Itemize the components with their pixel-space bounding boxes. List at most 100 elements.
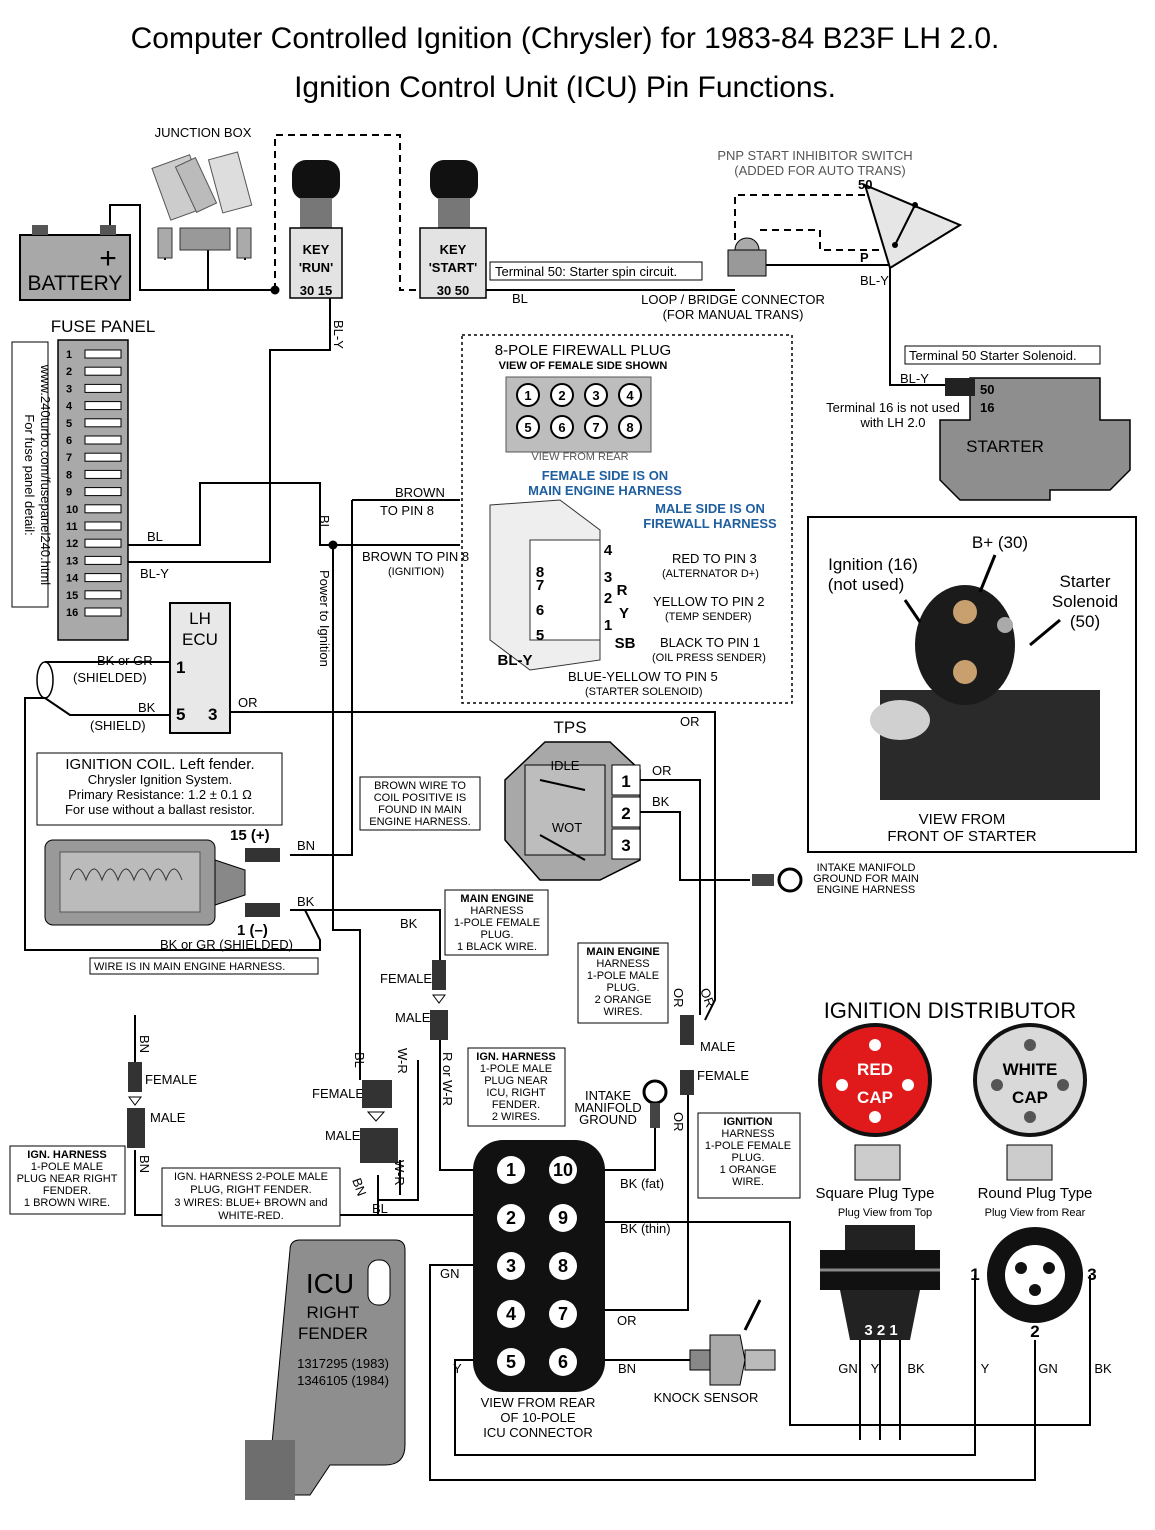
- coil-title: IGNITION COIL. Left fender.: [65, 756, 254, 773]
- connector-pin-label: 7: [536, 577, 544, 594]
- icu-title: ICU: [306, 1268, 354, 1299]
- svg-text:W-R: W-R: [392, 1160, 407, 1186]
- svg-text:BL-Y: BL-Y: [140, 566, 169, 581]
- fuse: [84, 573, 122, 583]
- svg-text:(OIL PRESS SENDER): (OIL PRESS SENDER): [652, 652, 766, 664]
- svg-text:(FOR MANUAL TRANS): (FOR MANUAL TRANS): [663, 307, 804, 322]
- svg-text:BN: BN: [349, 1176, 369, 1198]
- ignition-coil-icon: [44, 839, 280, 926]
- svg-text:(SHIELD): (SHIELD): [90, 718, 146, 733]
- junction-box-icon: [151, 151, 253, 259]
- svg-text:BL: BL: [147, 529, 163, 544]
- connector-wire-tag: Y: [619, 605, 629, 622]
- connector-pin-label: 6: [536, 602, 544, 619]
- svg-text:KEY: KEY: [440, 242, 467, 257]
- fuse: [84, 401, 122, 411]
- female-side-note: FEMALE SIDE IS ON: [542, 468, 668, 483]
- svg-text:MAIN ENGINE HARNESS: MAIN ENGINE HARNESS: [528, 483, 682, 498]
- white-cap-icon: [973, 1023, 1087, 1181]
- icu-pin-label: 2: [506, 1208, 516, 1228]
- fuse-number: 5: [66, 418, 72, 430]
- ign-female-note-line: PLUG.: [731, 1152, 764, 1164]
- svg-text:R or W-R: R or W-R: [440, 1052, 455, 1106]
- brown-coil-note-line: BROWN WIRE TO: [374, 780, 466, 792]
- svg-text:1: 1: [176, 658, 185, 677]
- connector-pin-label: 3: [604, 569, 612, 586]
- intake-ground-label-line: INTAKE: [585, 1088, 631, 1103]
- terminal16-note: Terminal 16 is not used: [826, 400, 960, 415]
- fuse-number: 13: [66, 555, 78, 567]
- round-plug-icon: [987, 1227, 1083, 1323]
- svg-text:KEY: KEY: [303, 242, 330, 257]
- fuse-number: 4: [66, 401, 73, 413]
- svg-text:(50): (50): [1070, 612, 1100, 631]
- connector-pin-label: 2: [604, 590, 612, 607]
- brown-coil-note-line: ENGINE HARNESS.: [369, 816, 470, 828]
- svg-text:3: 3: [1087, 1265, 1096, 1284]
- svg-text:WOT: WOT: [552, 820, 582, 835]
- fuse-number: 14: [66, 573, 79, 585]
- connector-pin-label: 8: [536, 564, 544, 581]
- fuse-number: 3: [66, 383, 72, 395]
- svg-text:1: 1: [970, 1265, 979, 1284]
- svg-text:FENDER: FENDER: [298, 1324, 368, 1343]
- svg-text:FRONT OF STARTER: FRONT OF STARTER: [887, 828, 1036, 845]
- fuse: [84, 555, 122, 565]
- icu-pin: [497, 1156, 525, 1184]
- svg-text:OR: OR: [697, 986, 718, 1009]
- firewall-pin-label: 1: [524, 388, 531, 403]
- starter-solenoid-photo: [870, 585, 1100, 800]
- svg-text:1: 1: [621, 772, 630, 791]
- ign-male-icu-note-line: 2 WIRES.: [492, 1111, 540, 1123]
- icu-pin: [497, 1252, 525, 1280]
- fuse-number: 12: [66, 538, 78, 550]
- svg-text:Chrysler Ignition System.: Chrysler Ignition System.: [88, 772, 233, 787]
- icu-pin-label: 3: [506, 1256, 516, 1276]
- svg-text:Starter: Starter: [1059, 572, 1110, 591]
- fuse-number: 15: [66, 590, 78, 602]
- ign-male-right-note-line: PLUG NEAR RIGHT: [17, 1173, 118, 1185]
- wires: [24, 134, 1091, 1481]
- ign-2pole-note-line: 3 WIRES: BLUE+ BROWN and: [174, 1197, 327, 1209]
- ign-2pole-note-line: WHITE-RED.: [218, 1210, 283, 1222]
- terminal50-note: Terminal 50: Starter spin circuit.: [495, 264, 677, 279]
- svg-text:30 50: 30 50: [437, 283, 470, 298]
- svg-text:VIEW FROM REAR: VIEW FROM REAR: [531, 451, 628, 463]
- svg-text:3: 3: [621, 836, 630, 855]
- svg-text:For use without a ballast resi: For use without a ballast resistor.: [65, 802, 255, 817]
- fuse: [84, 504, 122, 514]
- fuse-number: 7: [66, 452, 72, 464]
- svg-text:MALE: MALE: [150, 1110, 186, 1125]
- svg-text:(SHIELDED): (SHIELDED): [73, 670, 147, 685]
- connector-pin-label: 1: [604, 617, 612, 634]
- ign-female-note-line: HARNESS: [721, 1128, 774, 1140]
- fuse-number: 10: [66, 504, 78, 516]
- meh-male-note-line: WIRES.: [603, 1006, 642, 1018]
- brown-coil-note-line: FOUND IN MAIN: [378, 804, 462, 816]
- fuse-side-note2: www.240turbo.com/fusepanel240.html: [38, 364, 53, 586]
- fuse: [84, 487, 122, 497]
- fuse-panel-title: FUSE PANEL: [51, 317, 156, 336]
- intake-ground-label-line: MANIFOLD: [574, 1100, 641, 1115]
- svg-text:FIREWALL HARNESS: FIREWALL HARNESS: [643, 516, 777, 531]
- loop-bridge-label: LOOP / BRIDGE CONNECTOR: [641, 292, 825, 307]
- firewall-pin-label: 5: [524, 420, 531, 435]
- connector-wire-tag: BL-Y: [498, 652, 533, 669]
- ign-2pole-note-line: PLUG, RIGHT FENDER.: [190, 1184, 311, 1196]
- svg-text:LH: LH: [189, 609, 211, 628]
- svg-text:BK (fat): BK (fat): [620, 1176, 664, 1191]
- ign-male-right-note-line: IGN. HARNESS: [27, 1149, 106, 1161]
- terminal50-solenoid-note: Terminal 50 Starter Solenoid.: [909, 348, 1077, 363]
- svg-text:MALE: MALE: [325, 1128, 361, 1143]
- icu-pin-label: 1: [506, 1160, 516, 1180]
- firewall-pin: [618, 383, 642, 407]
- svg-text:OR: OR: [680, 714, 700, 729]
- tps-icon: [504, 741, 641, 881]
- svg-text:GN: GN: [1038, 1361, 1058, 1376]
- svg-text:'RUN': 'RUN': [299, 260, 333, 275]
- meh-male-note-line: PLUG.: [606, 982, 639, 994]
- fuse-number: 6: [66, 435, 72, 447]
- fuse-number: 11: [66, 521, 78, 533]
- firewall-pin: [550, 415, 574, 439]
